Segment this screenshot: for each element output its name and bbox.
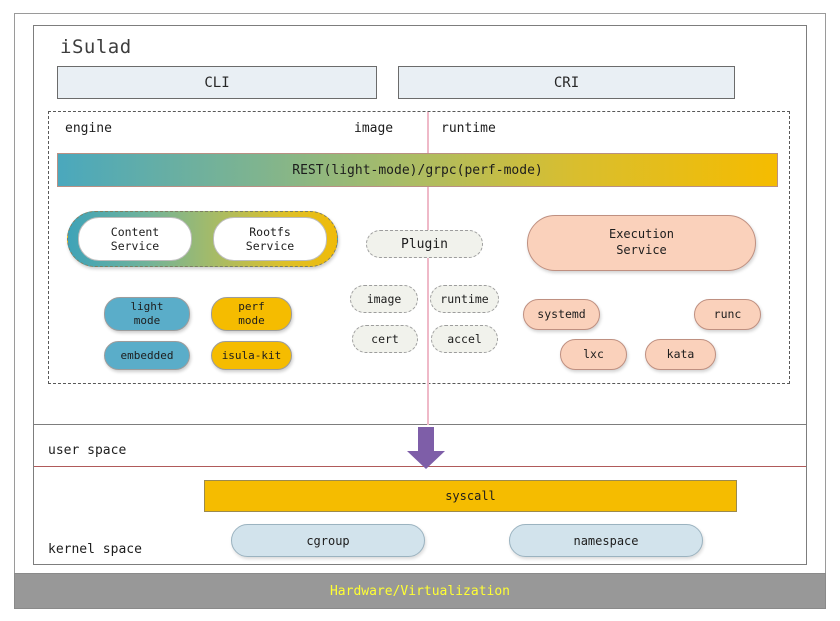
engine-image-runtime-container	[48, 111, 790, 384]
interface-box-cli[interactable]: CLI	[57, 66, 377, 99]
syscall-bar: syscall	[204, 480, 737, 512]
plugin-header[interactable]: Plugin	[366, 230, 483, 258]
plugin-item-image[interactable]: image	[350, 285, 418, 313]
badge-embedded[interactable]: embedded	[104, 341, 190, 370]
runtime-item-kata[interactable]: kata	[645, 339, 716, 370]
column-label-runtime: runtime	[441, 121, 496, 136]
badge-perf-mode[interactable]: perf mode	[211, 297, 292, 331]
content-service-box[interactable]: Content Service	[78, 217, 192, 261]
rootfs-service-line2: Service	[245, 239, 295, 253]
execution-service-line1: Execution	[608, 227, 675, 242]
badge-isula-kit-label: isula-kit	[221, 348, 282, 362]
content-service-line1: Content	[110, 224, 160, 239]
rootfs-service-box[interactable]: Rootfs Service	[213, 217, 327, 261]
kernel-object-cgroup[interactable]: cgroup	[231, 524, 425, 557]
badge-light-mode-line2: mode	[133, 314, 161, 327]
down-arrow-icon	[407, 427, 445, 469]
rootfs-service-line1: Rootfs	[249, 224, 291, 239]
badge-isula-kit[interactable]: isula-kit	[211, 341, 292, 370]
services-pill: Content Service Rootfs Service	[67, 211, 338, 267]
interface-box-cri[interactable]: CRI	[398, 66, 735, 99]
transport-bar: REST(light-mode)/grpc(perf-mode)	[57, 153, 778, 187]
vertical-divider	[427, 112, 429, 430]
content-service-line2: Service	[110, 239, 160, 253]
badge-light-mode[interactable]: light mode	[104, 297, 190, 331]
runtime-item-lxc[interactable]: lxc	[560, 339, 627, 370]
column-label-engine: engine	[65, 121, 112, 136]
column-label-image: image	[354, 121, 394, 136]
badge-light-mode-line1: light	[130, 300, 164, 314]
badge-perf-mode-line2: mode	[238, 314, 265, 327]
badge-perf-mode-line1: perf	[238, 300, 265, 314]
execution-service-box[interactable]: Execution Service	[527, 215, 756, 271]
user-kernel-boundary	[34, 466, 806, 467]
kernel-space-label: kernel space	[48, 542, 142, 557]
plugin-item-cert[interactable]: cert	[352, 325, 418, 353]
hardware-bar: Hardware/Virtualization	[14, 573, 826, 609]
runtime-item-systemd[interactable]: systemd	[523, 299, 600, 330]
kernel-object-namespace[interactable]: namespace	[509, 524, 703, 557]
user-space-label: user space	[48, 443, 127, 458]
execution-service-line2: Service	[616, 243, 667, 257]
runtime-item-runc[interactable]: runc	[694, 299, 761, 330]
page-title: iSulad	[60, 36, 132, 58]
badge-embedded-label: embedded	[120, 348, 174, 362]
plugin-item-accel[interactable]: accel	[431, 325, 498, 353]
plugin-item-runtime[interactable]: runtime	[430, 285, 499, 313]
